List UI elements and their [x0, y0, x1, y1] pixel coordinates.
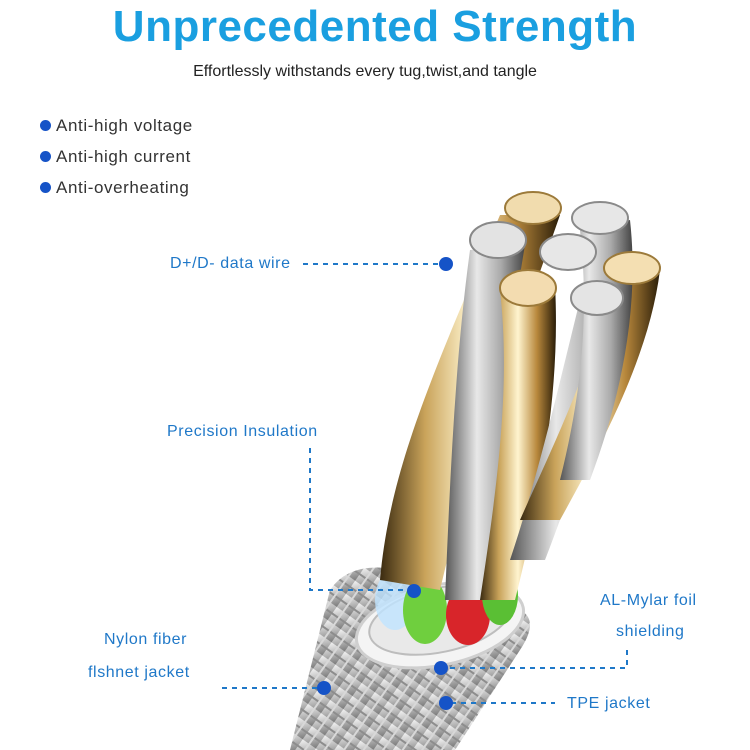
callout-dot-icon [317, 681, 331, 695]
callout-dot-icon [434, 661, 448, 675]
label-tpe-jacket: TPE jacket [567, 695, 651, 712]
callout-dot-icon [439, 696, 453, 710]
feature-label: Anti-high current [56, 146, 191, 166]
label-mylar-line1: AL-Mylar foil [600, 592, 697, 609]
feature-label: Anti-high voltage [56, 115, 193, 135]
label-data-wire: D+/D- data wire [170, 255, 291, 272]
label-precision-insulation: Precision Insulation [167, 423, 318, 440]
callout-dot-icon [439, 257, 453, 271]
feature-item: Anti-high voltage [40, 110, 193, 141]
bullet-dot-icon [40, 120, 51, 131]
bullet-dot-icon [40, 151, 51, 162]
page-subtitle: Effortlessly withstands every tug,twist,… [193, 63, 537, 80]
label-nylon-line1: Nylon fiber [104, 631, 188, 648]
callout-dot-icon [407, 584, 421, 598]
feature-label: Anti-overheating [56, 177, 190, 197]
feature-item: Anti-overheating [40, 172, 193, 203]
label-mylar-line2: shielding [616, 623, 685, 640]
bullet-dot-icon [40, 182, 51, 193]
gold-wire [480, 285, 556, 600]
feature-item: Anti-high current [40, 141, 193, 172]
page-title: Unprecedented Strength [112, 2, 638, 51]
label-nylon-line2: flshnet jacket [88, 664, 190, 681]
feature-list: Anti-high voltage Anti-high current Anti… [40, 110, 193, 203]
